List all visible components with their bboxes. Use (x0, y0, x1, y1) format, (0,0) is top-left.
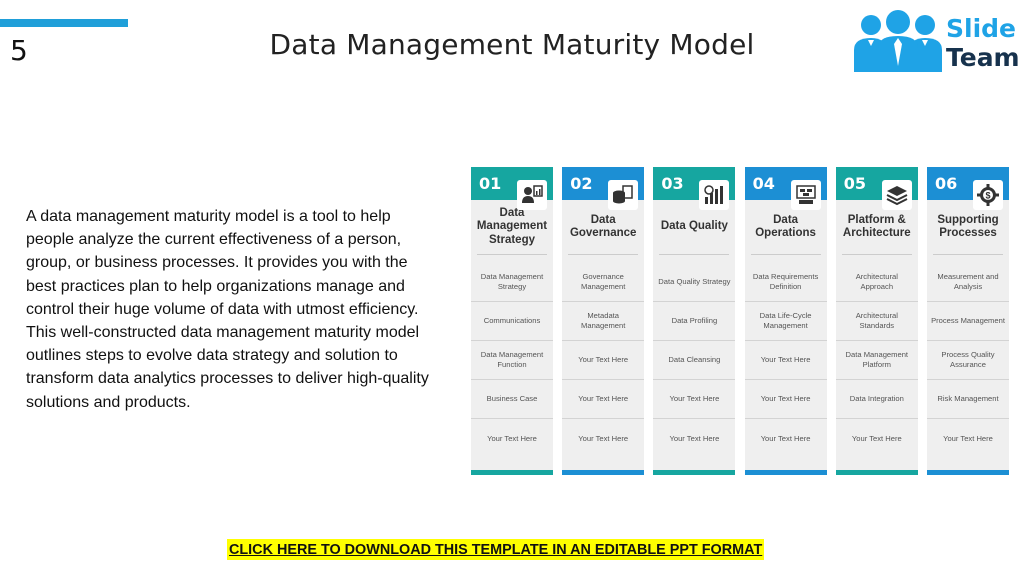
column-divider (841, 254, 912, 255)
column-item: Governance Management (562, 263, 645, 302)
column-header: 06 $ (927, 167, 1009, 210)
column-number: 04 (752, 174, 775, 193)
column-title: Data Governance (569, 213, 637, 240)
page-title: Data Management Maturity Model (269, 28, 755, 61)
slideteam-logo: Slide Team (852, 8, 1020, 74)
description-text: A data management maturity model is a to… (26, 208, 429, 411)
column-item: Your Text Here (760, 433, 811, 443)
column-footer-bar (653, 470, 736, 475)
column-header: 04 (744, 167, 827, 210)
column-item: Your Text Here (562, 341, 645, 380)
column-item: Your Text Here (653, 380, 736, 419)
column-number: 02 (570, 174, 593, 193)
dollar-gear-icon: $ (973, 180, 1003, 210)
column-divider (568, 254, 639, 255)
column-item: Data Management Platform (835, 341, 918, 380)
column-footer-bar (835, 470, 918, 475)
quality-chart-icon (699, 180, 730, 210)
column-title: Data Quality (660, 220, 728, 233)
column-title: Supporting Processes (937, 213, 999, 240)
column-header: 02 (562, 167, 645, 210)
layers-icon (881, 180, 912, 210)
column-divider (750, 254, 821, 255)
column-footer-bar (562, 470, 645, 475)
column-title: Data Operations (755, 213, 816, 240)
database-document-icon (608, 180, 639, 210)
column-header: 05 (835, 167, 918, 210)
column-number: 03 (661, 174, 684, 193)
column-item: Data Life-Cycle Management (744, 302, 827, 341)
column-item: Data Cleansing (653, 341, 736, 380)
column-item: Data Requirements Definition (744, 263, 827, 302)
slide-number: 5 (10, 34, 28, 67)
column-item: Data Quality Strategy (653, 263, 736, 302)
column-item: Your Text Here (943, 433, 993, 443)
column-item: Your Text Here (744, 380, 827, 419)
team-people-icon (854, 10, 942, 72)
column-item: Your Text Here (578, 433, 629, 443)
download-template-link[interactable]: CLICK HERE TO DOWNLOAD THIS TEMPLATE IN … (227, 539, 765, 560)
column-footer-bar (927, 470, 1009, 475)
column-item: Your Text Here (562, 380, 645, 419)
network-monitor-icon (790, 180, 821, 210)
column-item: Process Management (927, 302, 1009, 341)
column-item: Risk Management (927, 380, 1009, 419)
top-accent-bar (0, 19, 128, 27)
column-item: Data Management Function (471, 341, 553, 380)
column-item: Data Profiling (653, 302, 736, 341)
column-number: 01 (479, 174, 502, 193)
logo-word-team: Team (946, 43, 1020, 72)
column-item: Your Text Here (487, 433, 537, 443)
column-item: Architectural Approach (835, 263, 918, 302)
column-footer-bar (471, 470, 553, 475)
column-item: Your Text Here (744, 341, 827, 380)
column-title: Platform & Architecture (842, 213, 911, 240)
column-item: Data Integration (835, 380, 918, 419)
column-header: 03 (653, 167, 736, 210)
column-item: Architectural Standards (835, 302, 918, 341)
column-item: Data Management Strategy (471, 263, 553, 302)
column-divider (933, 254, 1003, 255)
column-item: Measurement and Analysis (927, 263, 1009, 302)
column-header: 01 (471, 167, 553, 210)
column-divider (477, 254, 547, 255)
column-number: 05 (843, 174, 867, 193)
svg-text:$: $ (985, 191, 990, 201)
column-item: Your Text Here (669, 433, 720, 443)
column-item: Communications (471, 302, 553, 341)
column-item: Metadata Management (562, 302, 645, 341)
column-divider (659, 254, 730, 255)
analytics-person-icon (517, 180, 547, 210)
logo-word-slide: Slide (946, 14, 1016, 43)
column-item: Process Quality Assurance (927, 341, 1009, 380)
column-number: 06 (935, 174, 958, 193)
column-item: Your Text Here (851, 433, 902, 443)
column-footer-bar (744, 470, 827, 475)
column-item: Business Case (471, 380, 553, 419)
